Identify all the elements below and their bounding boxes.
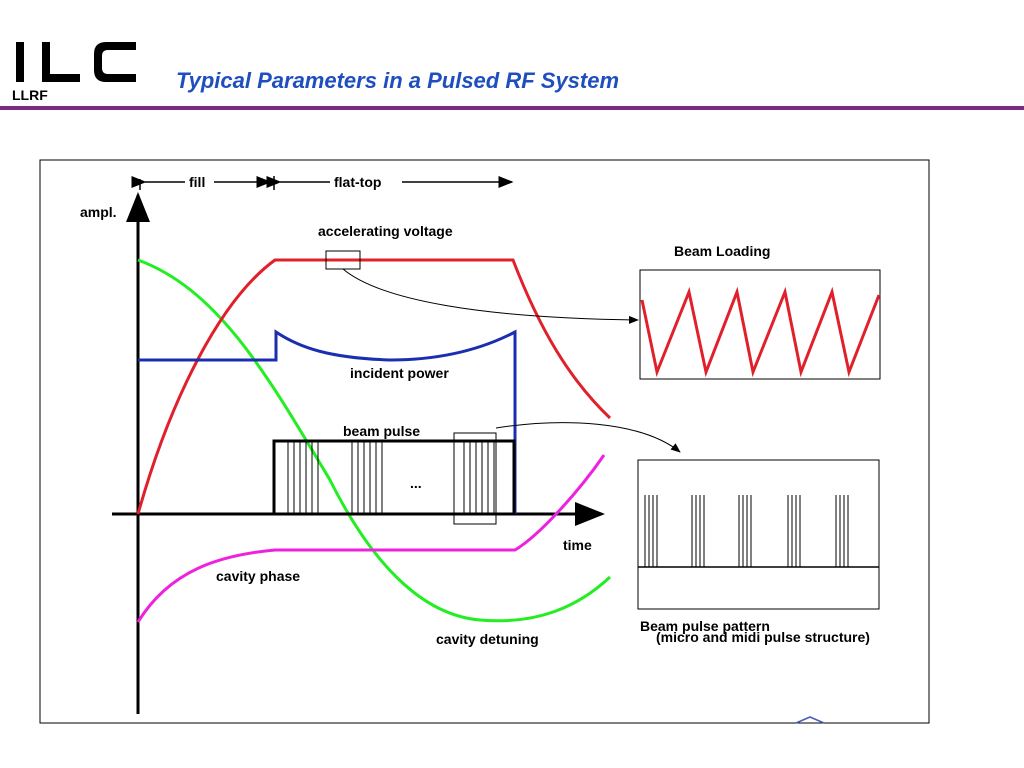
ilc-logo — [12, 38, 142, 108]
slide-title: Typical Parameters in a Pulsed RF System — [176, 68, 620, 93]
beam-pattern-inset — [637, 459, 880, 610]
fill-indicator: fill — [131, 174, 275, 190]
accelerating-voltage-label: accelerating voltage — [318, 223, 453, 239]
title-divider — [0, 106, 1024, 110]
flat-top-indicator: flat-top — [266, 174, 514, 190]
ilc-logo-mark — [16, 42, 136, 82]
beam-pulse-zoom-box — [453, 432, 497, 525]
flat-top-label: flat-top — [334, 174, 381, 190]
decor-mark — [795, 716, 825, 724]
beam-pulse: ... — [272, 439, 516, 516]
beam-pulse-bunches — [287, 441, 495, 514]
accelerating-voltage-curve — [136, 258, 612, 515]
cavity-detuning-label: cavity detuning — [436, 631, 539, 647]
cavity-phase-label: cavity phase — [216, 568, 300, 584]
diagram-frame — [39, 159, 930, 724]
beam-pattern-bunches — [644, 495, 849, 567]
beam-pulse-label: beam pulse — [343, 423, 420, 439]
incident-power-curve — [138, 329, 517, 514]
logo-subtext: LLRF — [12, 87, 48, 103]
fill-label: fill — [189, 174, 205, 190]
beam-pulse-ellipsis: ... — [410, 475, 422, 491]
voltage-zoom-arrow — [342, 268, 639, 324]
beam-pulse-zoom-arrow — [495, 422, 681, 453]
y-axis-label: ampl. — [80, 204, 117, 220]
beam-pulse-box — [272, 439, 516, 516]
beam-loading-sawtooth — [640, 286, 881, 378]
beam-pattern-label: Beam pulse pattern — [640, 618, 770, 634]
beam-loading-label: Beam Loading — [674, 243, 770, 259]
x-axis-label: time — [563, 537, 592, 553]
cavity-phase-curve — [136, 454, 606, 623]
beam-pattern-sublabel: (micro and midi pulse structure) — [656, 629, 870, 645]
incident-power-label: incident power — [350, 365, 449, 381]
